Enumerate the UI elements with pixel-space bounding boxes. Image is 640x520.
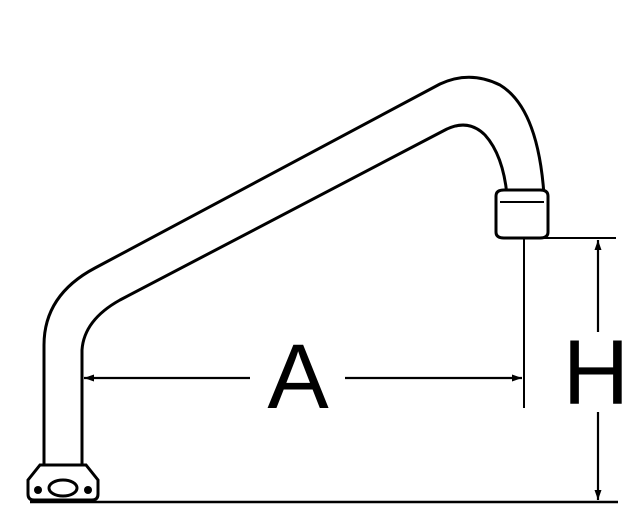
spout-outer-edge xyxy=(42,75,546,467)
spout-aerator xyxy=(494,188,550,240)
faucet-spout xyxy=(42,75,546,467)
spout-base-nut xyxy=(26,463,100,502)
dimension-a-label: A xyxy=(267,326,329,428)
dimension-h-label: H xyxy=(563,322,629,424)
spout-inner-edge xyxy=(80,123,509,467)
